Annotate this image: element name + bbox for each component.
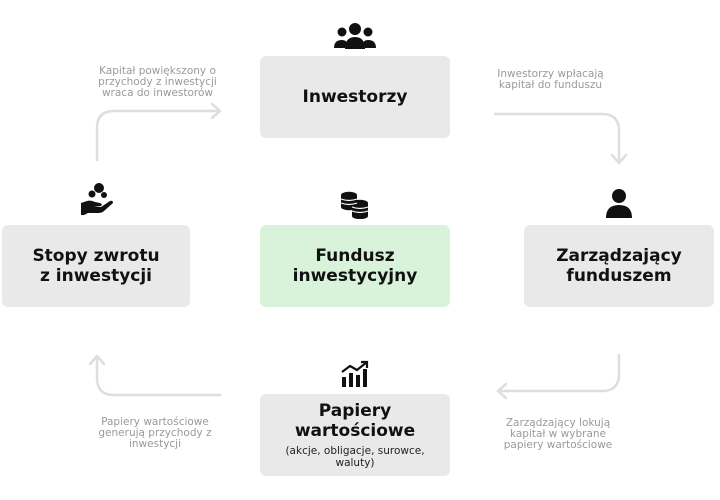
node-securities-title: Papiery wartościowe — [294, 401, 416, 441]
arrow-securities-to-returns — [95, 354, 222, 397]
node-manager-title: Zarządzający funduszem — [556, 246, 682, 286]
node-returns-title: Stopy zwrotu z inwestycji — [32, 246, 160, 286]
person-icon — [604, 188, 634, 222]
edge-label-manager-to-securities: Zarządzający lokują kapitał w wybrane pa… — [503, 417, 613, 451]
bar-chart-icon — [340, 360, 370, 392]
hand-coins-icon — [80, 182, 114, 220]
people-group-icon — [334, 22, 376, 54]
node-manager: Zarządzający funduszem — [524, 225, 714, 307]
node-fund-title: Fundusz inwestycyjny — [292, 246, 418, 286]
edge-label-investors-to-manager: Inwestorzy wpłacają kapitał do funduszu — [497, 68, 604, 91]
edge-label-returns-to-investors: Kapitał powiększony o przychody z inwest… — [98, 65, 217, 99]
coin-stack-icon — [339, 191, 369, 223]
arrow-manager-to-securities — [496, 353, 621, 393]
node-fund: Fundusz inwestycyjny — [260, 225, 450, 307]
arrow-returns-to-investors — [95, 109, 222, 162]
node-investors: Inwestorzy — [260, 56, 450, 138]
edge-label-securities-to-returns: Papiery wartościowe generują przychody z… — [98, 416, 212, 450]
arrow-investors-to-manager — [493, 112, 621, 165]
node-returns: Stopy zwrotu z inwestycji — [2, 225, 190, 307]
node-securities: Papiery wartościowe (akcje, obligacje, s… — [260, 394, 450, 476]
node-securities-subtitle: (akcje, obligacje, surowce, waluty) — [285, 445, 425, 469]
node-investors-title: Inwestorzy — [302, 87, 408, 107]
